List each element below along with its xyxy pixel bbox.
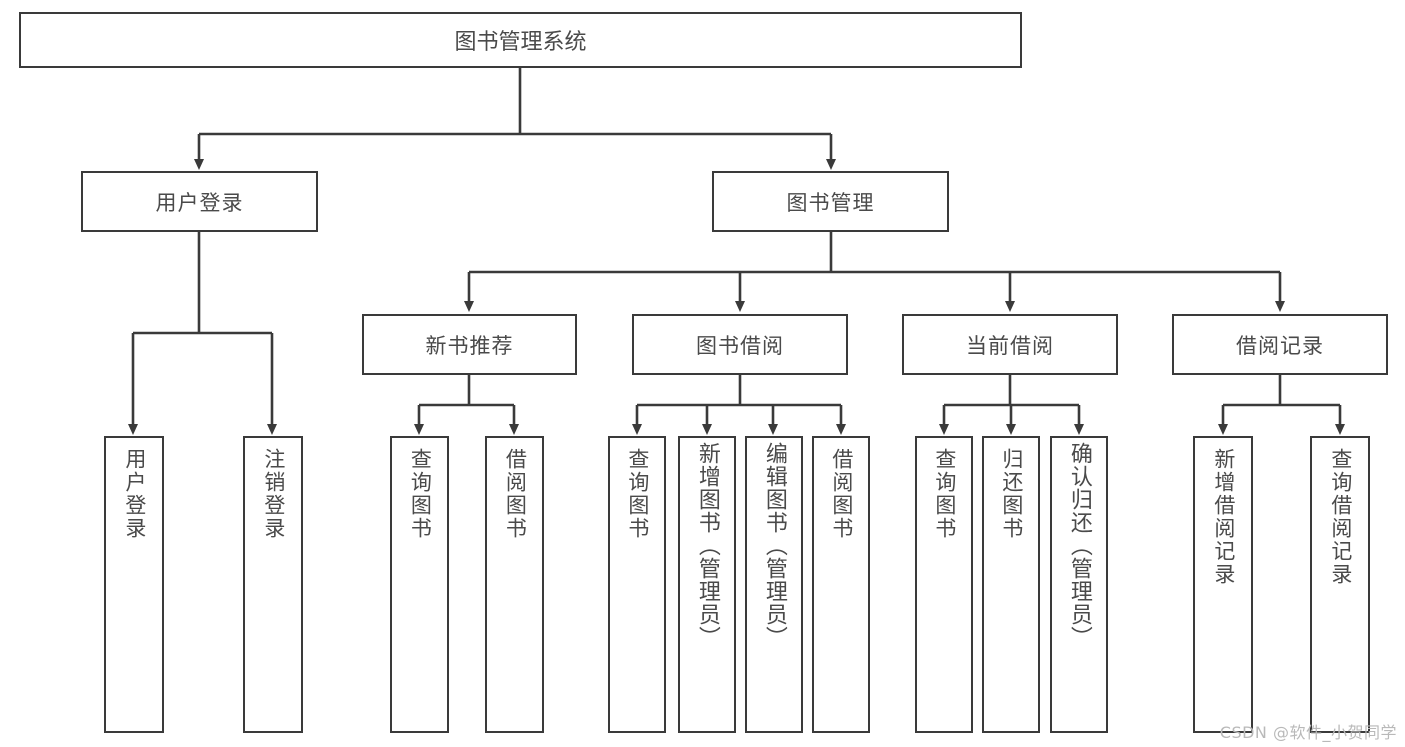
leaf-current-borrow-query[interactable]: 查询图书	[915, 436, 973, 733]
leaf-current-borrow-return[interactable]: 归还图书	[982, 436, 1040, 733]
leaf-label: 新增图书（管理员）	[694, 442, 720, 649]
leaf-user-login-login[interactable]: 用户登录	[104, 436, 164, 733]
leaf-label: 确认归还（管理员）	[1066, 442, 1092, 649]
node-root[interactable]: 图书管理系统	[19, 12, 1022, 68]
leaf-label: 查询图书	[408, 448, 433, 540]
node-current-borrow-label: 当前借阅	[966, 333, 1054, 358]
leaf-user-login-logout[interactable]: 注销登录	[243, 436, 303, 733]
leaf-book-borrow-query[interactable]: 查询图书	[608, 436, 666, 733]
leaf-label: 借阅图书	[829, 448, 854, 540]
watermark: CSDN @软件_小贺同学	[1219, 723, 1397, 742]
leaf-borrow-record-add[interactable]: 新增借阅记录	[1193, 436, 1253, 733]
node-book-management[interactable]: 图书管理	[712, 171, 949, 232]
leaf-new-book-borrow[interactable]: 借阅图书	[485, 436, 544, 733]
node-new-book-recommend[interactable]: 新书推荐	[362, 314, 577, 375]
node-book-borrow[interactable]: 图书借阅	[632, 314, 848, 375]
leaf-borrow-record-query[interactable]: 查询借阅记录	[1310, 436, 1370, 733]
node-borrow-record-label: 借阅记录	[1236, 333, 1324, 358]
leaf-label: 用户登录	[122, 448, 147, 540]
leaf-book-borrow-add[interactable]: 新增图书（管理员）	[678, 436, 736, 733]
leaf-label: 注销登录	[261, 448, 286, 540]
leaf-new-book-query[interactable]: 查询图书	[390, 436, 449, 733]
node-user-login-label: 用户登录	[155, 190, 244, 215]
node-borrow-record[interactable]: 借阅记录	[1172, 314, 1388, 375]
leaf-book-borrow-edit[interactable]: 编辑图书（管理员）	[745, 436, 803, 733]
node-new-book-recommend-label: 新书推荐	[425, 333, 514, 358]
leaf-label: 查询图书	[625, 448, 650, 540]
leaf-label: 编辑图书（管理员）	[761, 442, 787, 649]
node-root-label: 图书管理系统	[454, 30, 587, 55]
leaf-label: 查询借阅记录	[1328, 448, 1353, 586]
leaf-label: 新增借阅记录	[1211, 448, 1236, 586]
leaf-label: 归还图书	[999, 448, 1024, 540]
node-user-login[interactable]: 用户登录	[81, 171, 318, 232]
leaf-label: 查询图书	[932, 448, 957, 540]
node-current-borrow[interactable]: 当前借阅	[902, 314, 1118, 375]
leaf-label: 借阅图书	[503, 448, 528, 540]
node-book-management-label: 图书管理	[786, 190, 875, 215]
leaf-book-borrow-borrow[interactable]: 借阅图书	[812, 436, 870, 733]
node-book-borrow-label: 图书借阅	[696, 333, 784, 358]
leaf-current-borrow-confirm-return[interactable]: 确认归还（管理员）	[1050, 436, 1108, 733]
